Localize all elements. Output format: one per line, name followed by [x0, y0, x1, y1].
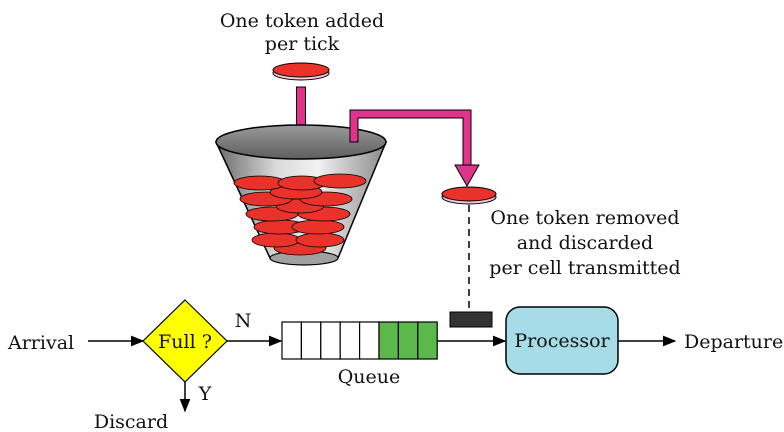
arrival-label: Arrival — [7, 332, 74, 354]
token-added-label-line2: per tick — [265, 33, 340, 55]
queue-slot-filled — [417, 321, 438, 360]
queue-slot-empty — [281, 321, 302, 360]
processor-label: Processor — [514, 330, 610, 352]
no-branch-label: N — [235, 310, 252, 332]
token-removed-label-line3: per cell transmitted — [489, 257, 680, 279]
queue-slot-filled — [397, 321, 419, 360]
token-remove-arrow — [349, 109, 480, 188]
removed-token-icon — [441, 186, 497, 205]
token-removed-label-line2: and discarded — [517, 232, 653, 254]
transmit-gate-block — [449, 311, 493, 328]
queue-slot-empty — [339, 321, 361, 360]
queue-label: Queue — [338, 366, 401, 388]
token-removed-label-line1: One token removed — [490, 207, 679, 229]
incoming-token-icon — [272, 62, 330, 81]
queue-buffer — [281, 321, 438, 360]
queue-slot-empty — [320, 321, 341, 360]
departure-label: Departure — [684, 331, 783, 353]
yes-branch-label: Y — [198, 383, 212, 405]
bucket-tokens — [233, 173, 367, 256]
token-bucket-icon — [214, 124, 388, 266]
full-decision-label: Full ? — [158, 331, 212, 353]
queue-slot-empty — [300, 321, 322, 360]
queue-slot-empty — [359, 321, 380, 360]
queue-slot-filled — [378, 321, 399, 360]
discard-label: Discard — [94, 411, 168, 432]
token-added-label-line1: One token added — [220, 10, 384, 32]
